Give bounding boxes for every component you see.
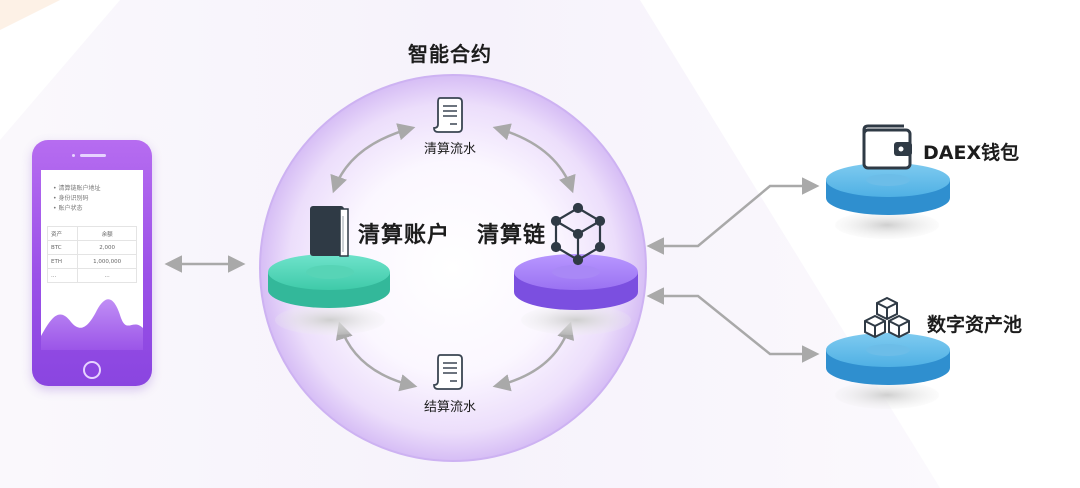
table-row: ETH 1,000,000 — [48, 255, 137, 269]
table-row: ... ... — [48, 269, 137, 283]
book-icon — [310, 206, 348, 256]
clearing-account-disk — [268, 254, 390, 335]
phone-bullet-item: • 账户状态 — [53, 204, 100, 214]
table-cell: ... — [78, 269, 137, 283]
phone-asset-table: 资产 余额 BTC 2,000 ETH 1,000,000 ... ... — [47, 226, 137, 283]
asset-pool-disk — [826, 333, 950, 409]
table-cell: 1,000,000 — [78, 255, 137, 269]
clearing-account-label: 清算账户 — [358, 217, 450, 249]
table-cell: BTC — [48, 241, 78, 255]
table-header-row: 资产 余额 — [48, 227, 137, 241]
phone-screen: • 清算链账户地址 • 身份识别码 • 账户状态 资产 余额 BTC 2,000… — [41, 170, 143, 350]
arrow-chain-to-asset-pool — [650, 296, 816, 354]
stacked-cubes-icon — [865, 298, 909, 337]
asset-pool-label: 数字资产池 — [927, 310, 1022, 337]
clearing-chain-disk — [514, 254, 638, 335]
arrow-chain-to-wallet — [650, 186, 816, 246]
clearing-flow-label: 清算流水 — [424, 138, 476, 157]
scroll-document-icon — [434, 98, 462, 132]
phone-bullet-item: • 身份识别码 — [53, 194, 100, 204]
phone-mockup: • 清算链账户地址 • 身份识别码 • 账户状态 资产 余额 BTC 2,000… — [32, 140, 152, 386]
table-cell: 2,000 — [78, 241, 137, 255]
phone-bullet-list: • 清算链账户地址 • 身份识别码 • 账户状态 — [53, 184, 100, 214]
wallet-icon — [864, 126, 912, 168]
settlement-flow-label: 结算流水 — [424, 396, 476, 415]
phone-speaker — [80, 154, 106, 157]
phone-bullet-item: • 清算链账户地址 — [53, 184, 100, 194]
wallet-disk — [826, 163, 950, 239]
scroll-document-icon — [434, 355, 462, 389]
table-cell: ETH — [48, 255, 78, 269]
phone-camera — [72, 154, 75, 157]
phone-area-chart — [41, 288, 143, 350]
table-cell: ... — [48, 269, 78, 283]
smart-contract-title: 智能合约 — [408, 38, 492, 67]
wallet-label: DAEX钱包 — [923, 138, 1019, 165]
phone-home-button — [83, 361, 101, 379]
table-row: BTC 2,000 — [48, 241, 137, 255]
table-header-cell: 余额 — [78, 227, 137, 241]
clearing-chain-label: 清算链 — [477, 217, 546, 249]
table-header-cell: 资产 — [48, 227, 78, 241]
